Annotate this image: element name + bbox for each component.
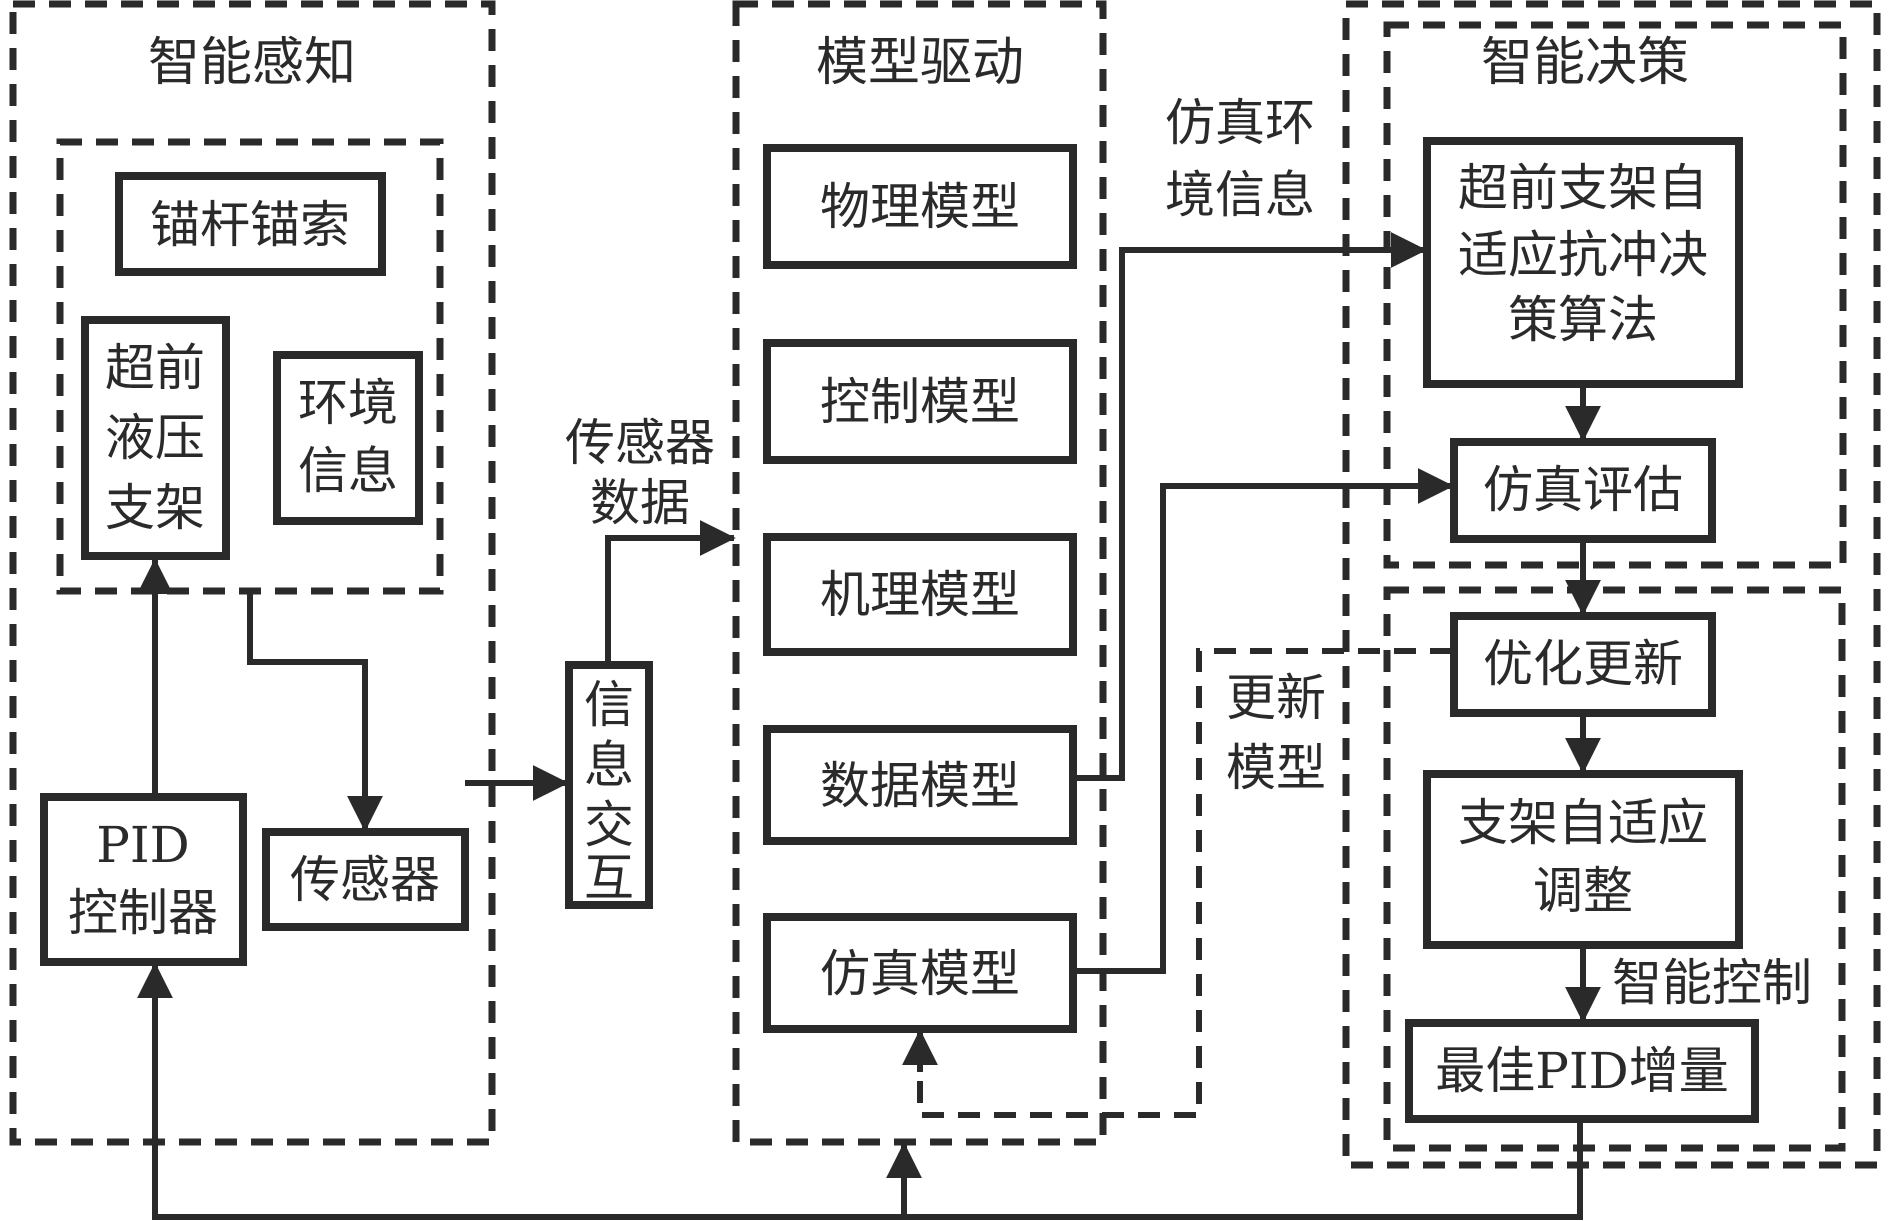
model-drive-group — [732, 0, 1107, 1146]
hydraulic-support-label-line2: 液压 — [105, 409, 205, 467]
sensor-data-label-line1: 传感器 — [565, 414, 715, 472]
pid-controller-box[interactable]: PID 控制器 — [40, 793, 247, 966]
decision-lower-group — [1383, 586, 1846, 1152]
decision-outer-group — [1342, 0, 1881, 1169]
simulation-model-label: 仿真模型 — [820, 945, 1020, 1003]
arrow-sim-model-to-evaluation — [1073, 468, 1454, 974]
info-interaction-char1: 信 — [584, 676, 634, 734]
decision-title: 智能决策 — [1481, 33, 1689, 93]
sensor-label: 传感器 — [290, 851, 440, 909]
simulation-evaluation-box[interactable]: 仿真评估 — [1450, 438, 1716, 543]
sensor-box[interactable]: 传感器 — [262, 828, 469, 931]
physical-model-label: 物理模型 — [820, 178, 1020, 236]
info-interaction-char2: 息 — [584, 736, 634, 794]
sim-env-info-label-line1: 仿真环 — [1165, 94, 1315, 152]
perception-title: 智能感知 — [148, 33, 356, 93]
physical-model-box[interactable]: 物理模型 — [763, 144, 1077, 269]
optimize-update-label: 优化更新 — [1483, 635, 1683, 693]
sensor-data-label-line2: 数据 — [590, 474, 690, 532]
adaptive-adjust-box[interactable]: 支架自适应 调整 — [1423, 770, 1743, 949]
data-model-label: 数据模型 — [820, 757, 1020, 815]
data-model-box[interactable]: 数据模型 — [763, 725, 1077, 845]
info-interaction-box[interactable]: 信 息 交 互 — [565, 661, 653, 909]
arrow-perception-to-sensor — [247, 591, 383, 832]
adaptive-adjust-line1: 支架自适应 — [1458, 794, 1708, 852]
environment-info-label-line2: 信息 — [298, 442, 398, 500]
hydraulic-support-label-line3: 支架 — [105, 479, 205, 537]
decision-algorithm-box[interactable]: 超前支架自 适应抗冲决 策算法 — [1423, 137, 1743, 388]
environment-info-box[interactable]: 环境 信息 — [273, 351, 423, 525]
mechanism-model-box[interactable]: 机理模型 — [763, 533, 1077, 656]
control-model-box[interactable]: 控制模型 — [763, 339, 1077, 464]
arrow-data-model-to-algorithm — [1073, 232, 1427, 781]
simulation-evaluation-label: 仿真评估 — [1483, 461, 1683, 519]
hydraulic-support-label-line1: 超前 — [105, 339, 205, 397]
update-model-dashed-loop — [917, 648, 1452, 1118]
decision-algorithm-line3: 策算法 — [1508, 291, 1658, 349]
arrow-interaction-to-models — [605, 520, 736, 665]
pid-controller-label-line1: PID — [96, 816, 189, 874]
update-model-label-line2: 模型 — [1226, 739, 1326, 797]
simulation-model-box[interactable]: 仿真模型 — [763, 913, 1077, 1033]
environment-info-label-line1: 环境 — [298, 374, 398, 432]
intelligent-control-label: 智能控制 — [1612, 954, 1812, 1012]
optimize-update-box[interactable]: 优化更新 — [1450, 612, 1716, 717]
decision-upper-group — [1383, 21, 1847, 569]
decision-algorithm-line1: 超前支架自 — [1458, 159, 1708, 217]
decision-algorithm-line2: 适应抗冲决 — [1458, 226, 1708, 284]
control-model-label: 控制模型 — [820, 373, 1020, 431]
sim-env-info-label-line2: 境信息 — [1165, 166, 1315, 224]
info-interaction-char3: 交 — [584, 796, 634, 854]
best-pid-increment-box[interactable]: 最佳PID增量 — [1405, 1019, 1759, 1123]
feedback-line-best-pid — [137, 962, 1583, 1220]
perception-group — [9, 0, 496, 1146]
adaptive-adjust-line2: 调整 — [1533, 862, 1633, 920]
update-model-label-line1: 更新 — [1226, 669, 1326, 727]
info-interaction-char4: 互 — [584, 849, 634, 907]
model-drive-title: 模型驱动 — [816, 33, 1024, 93]
pid-controller-label-line2: 控制器 — [68, 884, 218, 942]
mechanism-model-label: 机理模型 — [820, 566, 1020, 624]
best-pid-increment-label: 最佳PID增量 — [1435, 1042, 1728, 1100]
hydraulic-support-box[interactable]: 超前 液压 支架 — [81, 316, 230, 560]
anchor-cable-label: 锚杆锚索 — [150, 196, 350, 254]
anchor-cable-box[interactable]: 锚杆锚索 — [115, 172, 386, 276]
